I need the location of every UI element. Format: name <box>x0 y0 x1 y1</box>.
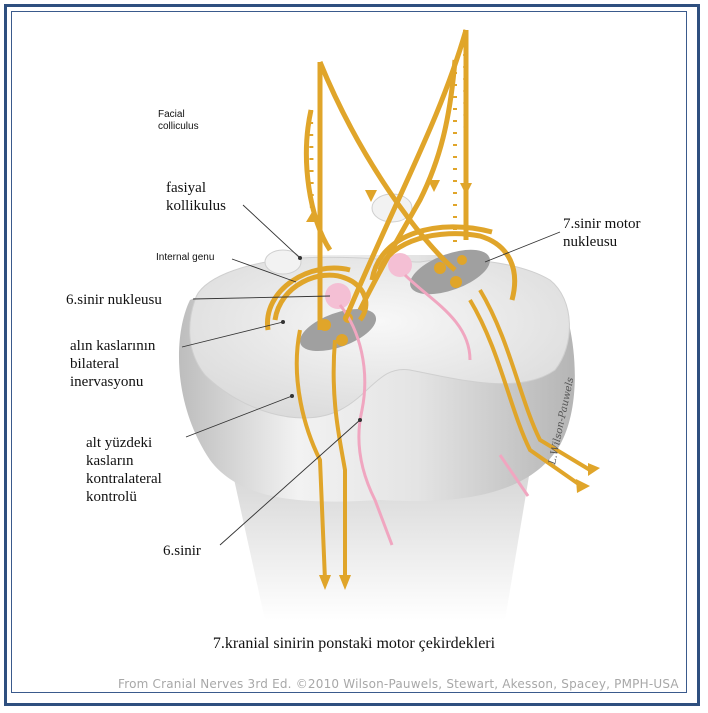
fasiyal-kollikulus-label: fasiyal kollikulus <box>166 179 226 215</box>
facial-colliculus-label: Facial colliculus <box>158 109 199 133</box>
seventh-motor-nucleus-label: 7.sinir motor nukleusu <box>563 215 641 251</box>
artist-signature: L.Wilson-Pauwels <box>545 360 575 470</box>
svg-text:L.Wilson-Pauwels: L.Wilson-Pauwels <box>547 376 575 466</box>
nucleus-dot <box>457 255 467 265</box>
leader-point <box>298 256 302 260</box>
forehead-bilateral-label: alın kaslarının bilateral inervasyonu <box>70 337 155 391</box>
leader-point <box>358 418 362 422</box>
nucleus-dot <box>336 334 348 346</box>
figure-caption: 7.kranial sinirin ponstaki motor çekirde… <box>0 635 708 653</box>
sixth-nucleus-label: 6.sinir nukleusu <box>66 291 162 309</box>
leader-point <box>281 320 285 324</box>
internal-genu-label: Internal genu <box>156 252 214 264</box>
sixth-nerve-label: 6.sinir <box>163 542 201 560</box>
nucleus-dot <box>434 262 446 274</box>
leader-point <box>290 394 294 398</box>
nucleus-dot <box>450 276 462 288</box>
sixth-nucleus-right <box>388 253 412 277</box>
lower-face-contralateral-label: alt yüzdeki kasların kontralateral kontr… <box>86 434 162 506</box>
credit-line: From Cranial Nerves 3rd Ed. ©2010 Wilson… <box>118 677 679 691</box>
